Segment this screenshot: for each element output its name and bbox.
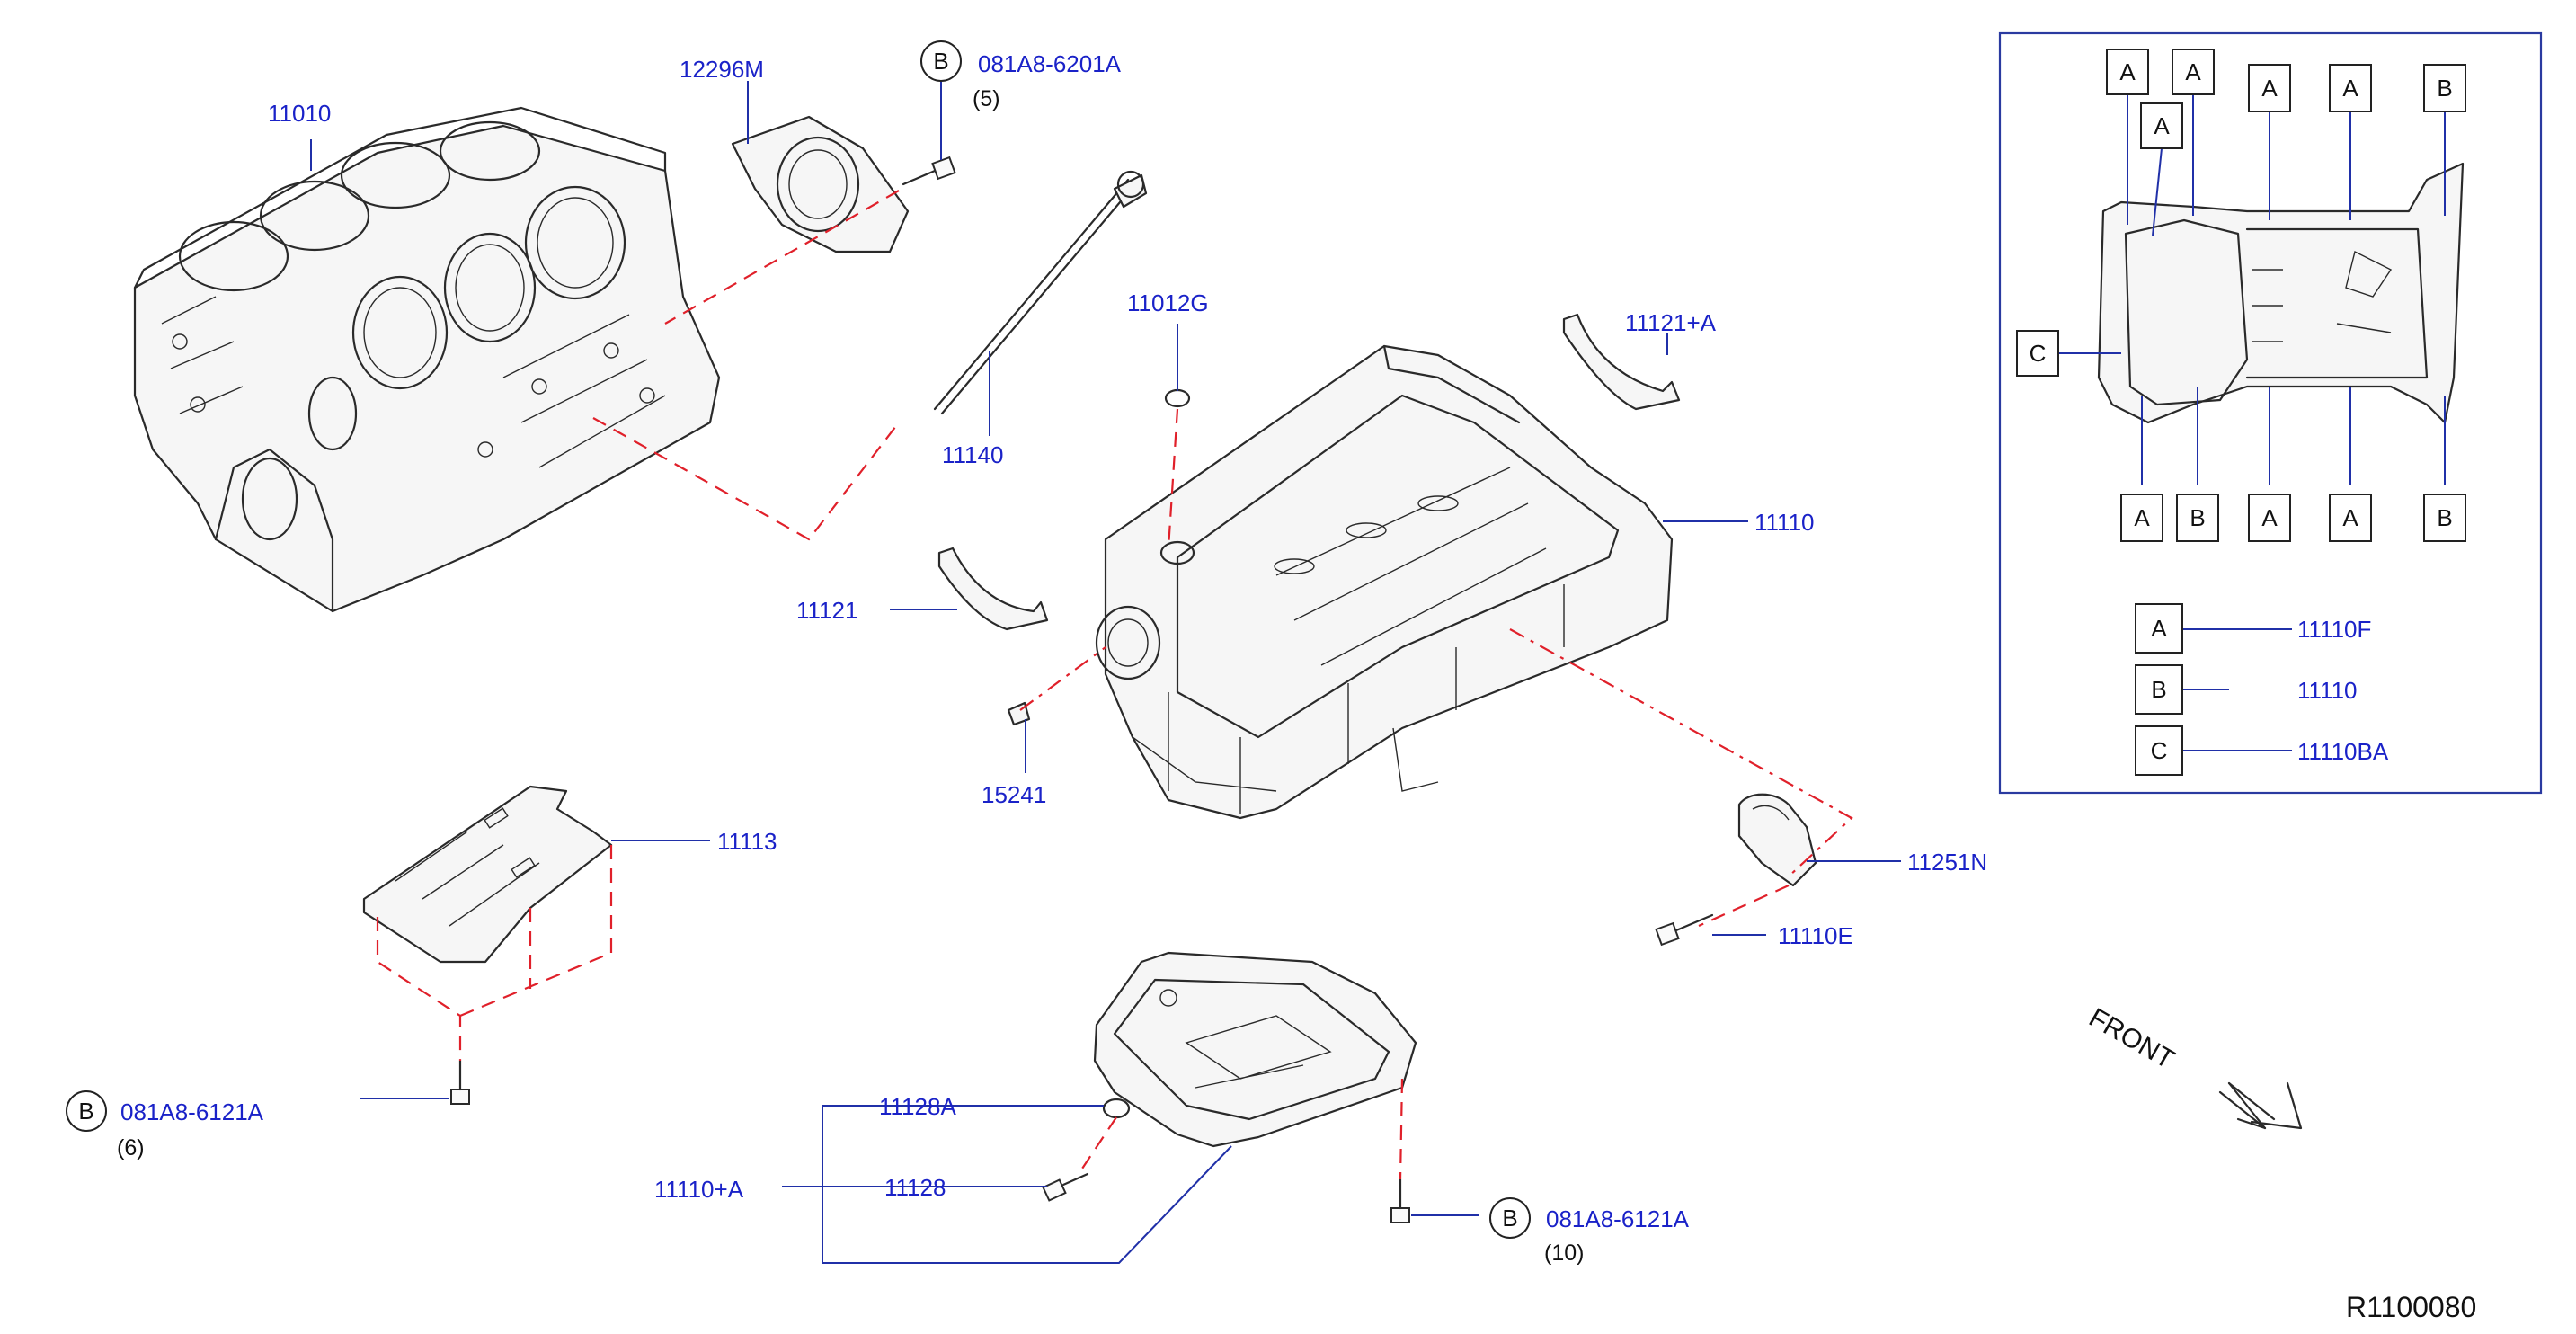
callout-circle-b-left xyxy=(66,1090,107,1132)
inset-callout-bottom-4: A xyxy=(2342,504,2358,531)
inset-callout-box xyxy=(2329,494,2372,542)
callout-letter-b-bottom: B xyxy=(1502,1205,1517,1232)
label-11128A: 11128A xyxy=(879,1093,956,1120)
callout-circle-b-top xyxy=(920,40,962,82)
baffle-11121A-drawing xyxy=(1562,313,1681,411)
label-11251N: 11251N xyxy=(1907,849,1987,876)
rear-cover-11251N-drawing xyxy=(1737,793,1817,887)
label-11110: 11110 xyxy=(1754,509,1815,536)
inset-callout-bottom-1: A xyxy=(2134,504,2150,531)
label-11128: 11128 xyxy=(884,1174,946,1201)
bolt-081A8-6201A-drawing xyxy=(902,156,956,186)
inset-callout-side: C xyxy=(2030,340,2047,367)
cylinder-block-drawing xyxy=(133,106,721,613)
qty-081A8-6121A-bottom: (10) xyxy=(1544,1241,1584,1266)
installation-lines xyxy=(376,190,1853,1180)
inset-callout-box xyxy=(2120,494,2163,542)
inset-legend: A 11110F B 11110 C 11110BA xyxy=(2135,603,2389,776)
inset-callout-bottom-2: B xyxy=(2190,504,2205,531)
callout-letter-b-top: B xyxy=(933,48,948,75)
legend-key-box xyxy=(2135,664,2183,715)
legend-key-b: B xyxy=(2151,676,2166,703)
label-12296M: 12296M xyxy=(680,56,764,83)
callout-circle-b-bottom xyxy=(1489,1197,1531,1239)
upper-oil-pan-drawing xyxy=(1095,344,1674,820)
inset-callout-box xyxy=(2016,330,2059,377)
inset-callout-bottom-3: A xyxy=(2261,504,2278,531)
label-11121A: 11121+A xyxy=(1625,309,1717,336)
bolt-location-inset: A A A A A B C A B A A B A 11110F B 1111 xyxy=(1998,31,2543,795)
qty-081A8-6121A-left: (6) xyxy=(117,1135,145,1161)
inset-callout-box xyxy=(2176,494,2219,542)
label-15241: 15241 xyxy=(982,781,1046,808)
inset-callout-top-5: A xyxy=(2342,75,2358,102)
front-label: FRONT xyxy=(2084,1002,2180,1074)
label-11113: 11113 xyxy=(717,828,777,855)
baffle-plate-11113-drawing xyxy=(362,785,613,964)
diagram-reference: R1100080 xyxy=(2346,1291,2476,1323)
inset-callout-top-1: A xyxy=(2119,58,2136,85)
legend-key-a: A xyxy=(2151,615,2167,642)
label-11012G: 11012G xyxy=(1127,289,1209,316)
washer-11128A-drawing xyxy=(1102,1098,1131,1119)
inset-oil-pan-view xyxy=(2097,162,2465,424)
bolt-11110E-drawing xyxy=(1655,913,1714,947)
inset-callout-box xyxy=(2329,64,2372,112)
inset-callout-box xyxy=(2140,102,2183,149)
inset-leaders xyxy=(2058,94,2446,751)
inset-callout-box xyxy=(2423,64,2466,112)
baffle-11121-drawing xyxy=(937,547,1049,631)
legend-key-box xyxy=(2135,725,2183,776)
callout-letter-b-left: B xyxy=(78,1098,93,1125)
label-11110E: 11110E xyxy=(1778,922,1853,949)
inset-callout-box xyxy=(2423,494,2466,542)
legend-part-a: 11110F xyxy=(2297,616,2371,643)
label-081A8-6201A: 081A8-6201A xyxy=(978,50,1122,77)
inset-callout-top-6: B xyxy=(2437,75,2452,102)
lower-oil-pan-drawing xyxy=(1093,951,1417,1148)
oil-seal-retainer-drawing xyxy=(731,115,910,253)
label-11010: 11010 xyxy=(268,100,331,127)
label-081A8-6121A-bottom: 081A8-6121A xyxy=(1546,1205,1690,1232)
inset-callout-box xyxy=(2248,494,2291,542)
washer-11012G-drawing xyxy=(1164,388,1191,408)
part-labels: 11010 12296M B 081A8-6201A (5) 11140 110… xyxy=(66,40,1987,1266)
inset-callout-bottom-5: B xyxy=(2437,504,2452,531)
label-081A8-6121A-left: 081A8-6121A xyxy=(120,1098,264,1125)
inset-callout-box xyxy=(2106,49,2149,95)
inset-callout-box xyxy=(2172,49,2215,95)
leader-lines xyxy=(310,81,1901,1264)
bolt-081A8-6121A-left-drawing xyxy=(450,1059,470,1105)
oil-level-gauge-drawing xyxy=(933,170,1148,415)
drain-plug-11128-drawing xyxy=(1042,1172,1089,1202)
inset-callout-top-2: A xyxy=(2185,58,2201,85)
bolt-081A8-6121A-bottom-drawing xyxy=(1390,1178,1410,1223)
inset-frame xyxy=(1998,31,2543,795)
inset-callout-top-4: A xyxy=(2261,75,2278,102)
legend-key-box xyxy=(2135,603,2183,654)
legend-part-c: 11110BA xyxy=(2297,738,2389,765)
front-indicator: FRONT xyxy=(2084,1002,2303,1130)
inset-callout-box xyxy=(2248,64,2291,112)
label-11140: 11140 xyxy=(942,441,1003,468)
label-11110A: 11110+A xyxy=(654,1176,744,1203)
inset-callout-top-3: A xyxy=(2154,112,2170,139)
label-11121: 11121 xyxy=(796,597,857,624)
front-arrow-icon xyxy=(2218,1081,2303,1130)
legend-part-b: 11110 xyxy=(2297,677,2358,704)
legend-key-c: C xyxy=(2151,737,2168,764)
qty-081A8-6201A: (5) xyxy=(973,86,1000,111)
